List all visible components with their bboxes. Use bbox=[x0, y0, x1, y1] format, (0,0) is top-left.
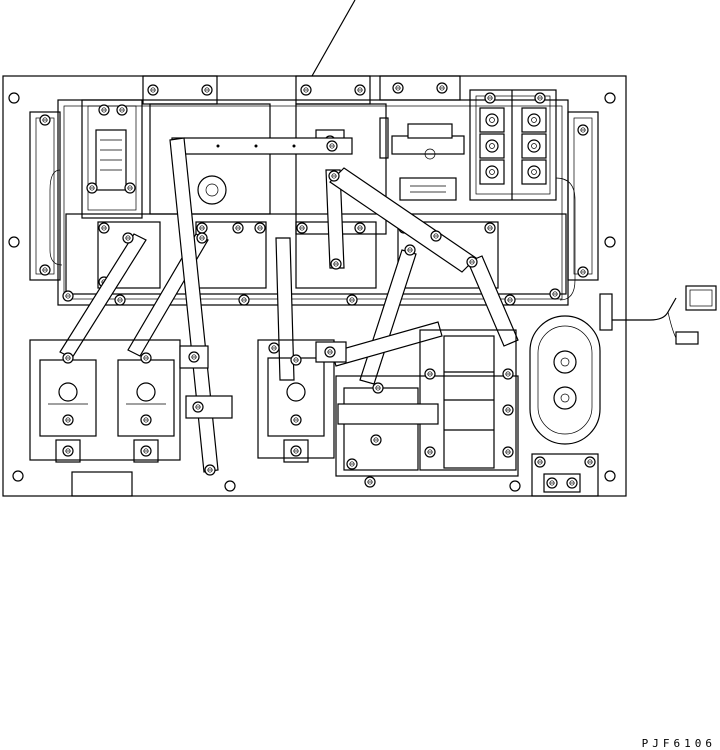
nameplate bbox=[71, 471, 133, 497]
capacitor bbox=[529, 315, 601, 445]
connecting-links bbox=[59, 137, 519, 476]
terminal-block bbox=[469, 89, 576, 301]
control-relay-module bbox=[49, 99, 143, 266]
drawing-reference-code: PJF6106 bbox=[641, 737, 716, 750]
lower-right-contactor bbox=[335, 329, 519, 488]
power-socket bbox=[531, 453, 599, 497]
contactor-row bbox=[62, 213, 567, 306]
right-side-bracket bbox=[567, 111, 599, 281]
left-breaker-pair bbox=[29, 339, 181, 463]
leader-line bbox=[311, 0, 356, 77]
link-brackets bbox=[179, 341, 347, 419]
center-breaker bbox=[257, 339, 335, 463]
external-connector bbox=[599, 285, 717, 345]
fuse-holder bbox=[379, 75, 465, 201]
horizontal-bus-bar bbox=[171, 137, 353, 155]
left-side-bracket bbox=[29, 111, 61, 281]
